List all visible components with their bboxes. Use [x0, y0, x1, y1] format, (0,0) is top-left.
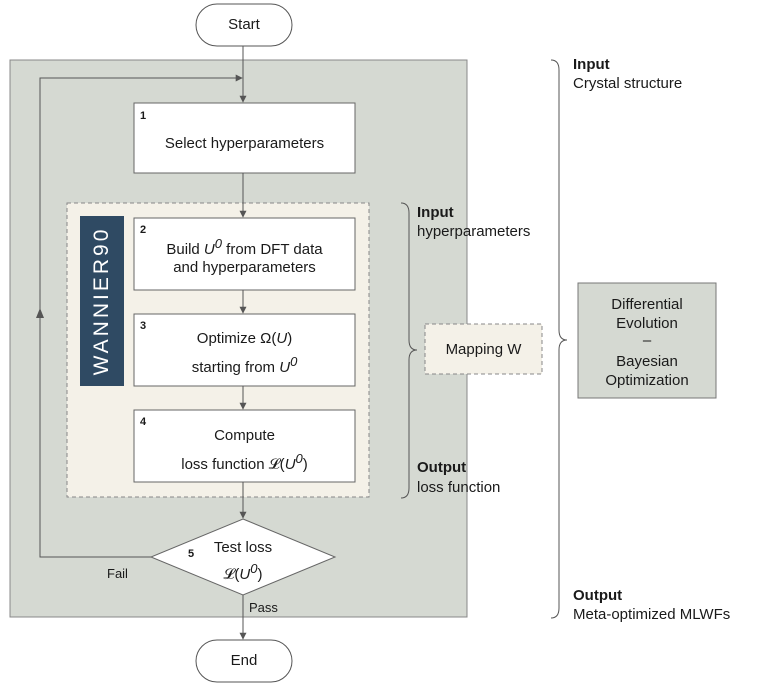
- step-2-superscript: 0: [214, 236, 222, 251]
- optimizer-box: [577, 282, 717, 399]
- inner-input-title: Input: [417, 204, 454, 221]
- step-3-line1-end: ): [287, 330, 293, 347]
- step-3-line1: Optimize Ω(U): [134, 329, 355, 348]
- step-4-line2: loss function 𝓛(U0): [134, 449, 355, 474]
- end-label: End: [230, 652, 258, 669]
- step-5-line2-end: ): [257, 566, 263, 583]
- outer-brace: [550, 59, 568, 619]
- step-4-line2-text: loss function 𝓛(: [181, 456, 285, 473]
- step-3-symbol: U: [276, 330, 288, 347]
- step-4-line2-end: ): [302, 456, 308, 473]
- step-5-line1: Test loss: [213, 539, 273, 556]
- step-2-line1: Build U0 from DFT data: [134, 234, 355, 259]
- step-2-number: 2: [140, 224, 147, 236]
- inner-input-text: hyperparameters: [417, 223, 531, 240]
- step-5-line2: 𝓛(U0): [193, 559, 293, 584]
- step-3-line1-text: Optimize Ω(: [196, 330, 277, 347]
- step-5-symbol: U: [239, 566, 251, 583]
- step-3-superscript: 0: [290, 354, 298, 369]
- wannier90-logo-text: WANNIER90: [90, 226, 113, 376]
- step-1-number: 1: [140, 110, 147, 122]
- outer-input-title: Input: [573, 56, 610, 73]
- start-terminal: [195, 3, 293, 47]
- step-5-superscript: 0: [250, 561, 258, 576]
- step-2-line1-b: from DFT data: [222, 241, 323, 258]
- step-4-symbol: U: [284, 456, 296, 473]
- step-1-label: Select hyperparameters: [164, 135, 325, 152]
- outer-input-text: Crystal structure: [573, 75, 683, 92]
- start-label: Start: [228, 16, 260, 33]
- inner-output-text: loss function: [417, 479, 501, 496]
- optimizer-dash: –: [642, 332, 652, 349]
- step-2-line1-a: Build: [166, 241, 204, 258]
- optimizer-line1: Differential: [611, 296, 683, 313]
- outer-output-text: Meta-optimized MLWFs: [573, 606, 731, 623]
- inner-output-title: Output: [417, 459, 467, 476]
- step-2-symbol: U: [203, 241, 215, 258]
- step-4-line1: Compute: [214, 427, 275, 444]
- inner-brace: [400, 202, 418, 499]
- step-2-box: [133, 217, 356, 291]
- step-5-line2-text: 𝓛(: [223, 566, 240, 583]
- step-3-number: 3: [140, 320, 147, 332]
- step-3-line2-text: starting from: [191, 359, 280, 376]
- optimizer-line2: Evolution: [616, 315, 678, 332]
- outer-output-title: Output: [573, 587, 623, 604]
- mapping-box: [424, 323, 543, 375]
- step-4-box: [133, 409, 356, 483]
- wannier90-logo: WANNIER90: [80, 216, 124, 386]
- mapping-label: Mapping W: [445, 341, 522, 358]
- step-5-number: 5: [188, 548, 195, 560]
- step-4-number: 4: [140, 416, 147, 428]
- step-3-box: [133, 313, 356, 387]
- optimizer-line3: Bayesian: [616, 353, 678, 370]
- fail-label: Fail: [107, 566, 128, 581]
- step-1-box: [133, 102, 356, 174]
- step-4-superscript: 0: [295, 451, 303, 466]
- step-3-line2-symbol: U: [279, 359, 291, 376]
- step-2-line2: and hyperparameters: [173, 259, 316, 276]
- step-3-line2: starting from U0: [134, 352, 355, 377]
- optimizer-line4: Optimization: [605, 372, 689, 389]
- pass-label: Pass: [249, 600, 278, 615]
- end-terminal: [195, 639, 293, 683]
- fail-loop-arrowhead: [36, 308, 44, 318]
